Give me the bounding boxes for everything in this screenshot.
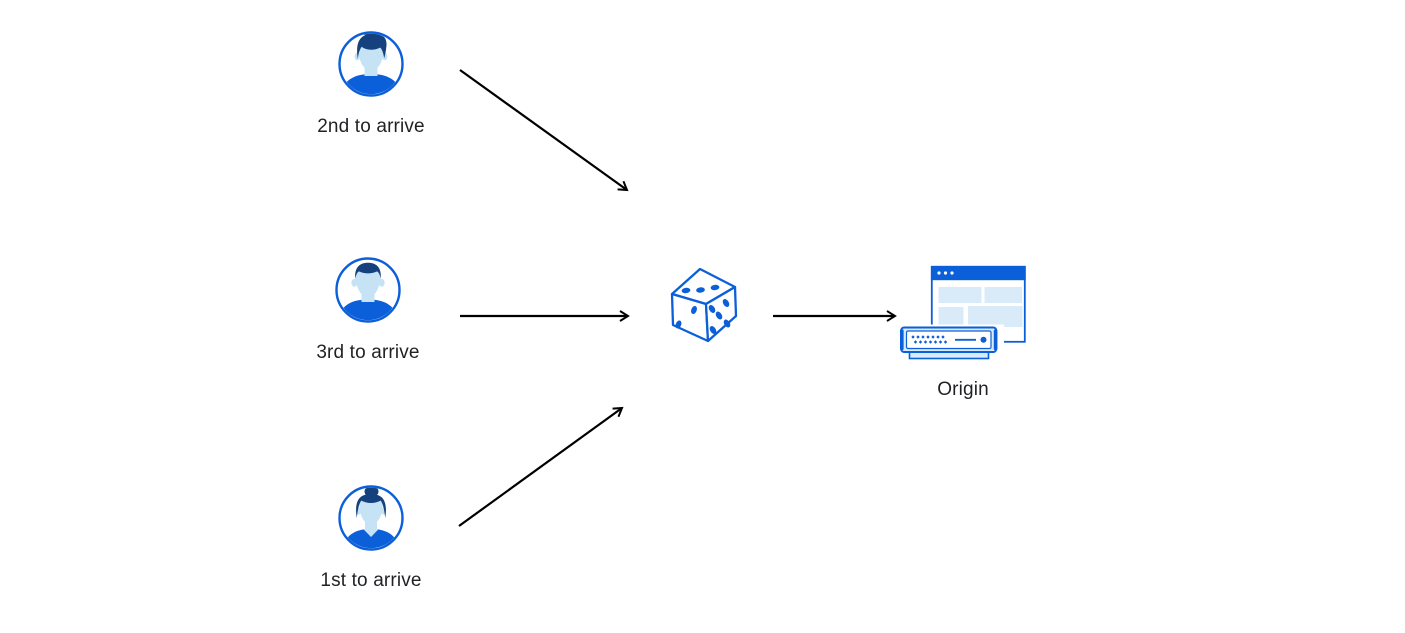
node-origin: Origin [900,265,1026,401]
server-icon [900,326,998,360]
node-user-2nd: 2nd to arrive [291,30,451,138]
dice-pips [675,284,731,334]
node-dice [668,267,738,346]
user-2nd-label: 2nd to arrive [317,116,425,137]
dice-icon [670,267,738,343]
node-user-3rd: 3rd to arrive [288,256,448,364]
origin-label: Origin [937,379,989,400]
avatar-woman-bun-icon [338,485,404,551]
arrow-user-1st-to-dice [458,406,624,527]
avatar-man-short-hair-icon [335,257,401,323]
node-user-1st: 1st to arrive [291,484,451,592]
origin-server-icon [900,265,1026,360]
server-vents [911,335,948,344]
arrow-user-2nd-to-dice [459,69,629,192]
user-3rd-label: 3rd to arrive [316,342,420,363]
user-1st-label: 1st to arrive [320,570,422,591]
avatar-man-quiff-icon [338,31,404,97]
